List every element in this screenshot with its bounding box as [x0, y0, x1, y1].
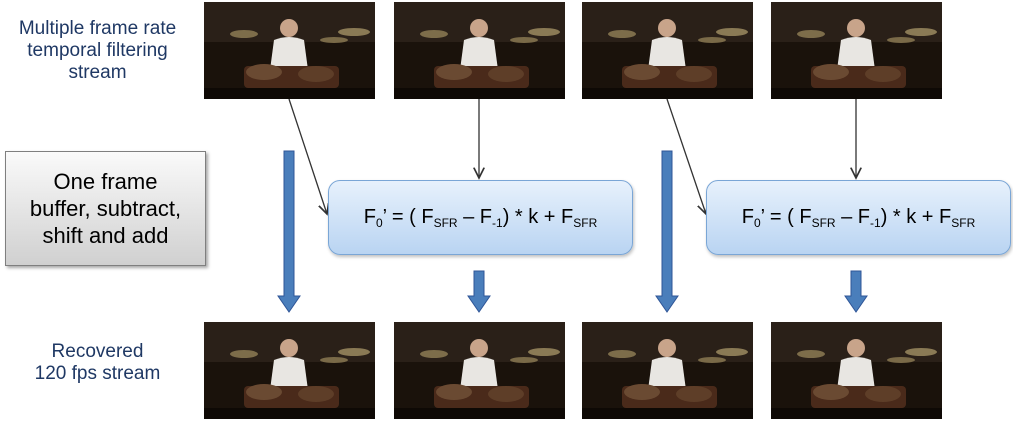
output-stream-label: Recovered 120 fps stream	[10, 341, 185, 385]
thin-arrow-3	[666, 98, 706, 214]
input-frame-3	[582, 2, 753, 99]
process-line-3: shift and add	[42, 223, 169, 248]
process-description-box: One frame buffer, subtract, shift and ad…	[5, 151, 206, 266]
output-frame-2	[394, 322, 565, 419]
thin-arrow-1	[288, 98, 327, 214]
output-stream-label-line2: 120 fps stream	[34, 363, 161, 384]
output-frame-4	[771, 322, 942, 419]
formula-box-2: F0’ = ( FSFR – F-1) * k + FSFR	[706, 180, 1011, 255]
drummer-frame-image	[771, 2, 942, 99]
input-frame-1	[204, 2, 375, 99]
input-frame-2	[394, 2, 565, 99]
drummer-frame-image	[204, 322, 375, 419]
input-stream-label: Multiple frame rate temporal filtering s…	[18, 18, 177, 83]
drummer-frame-image	[204, 2, 375, 99]
block-arrow-long-1	[277, 150, 301, 313]
drummer-frame-image	[582, 322, 753, 419]
output-stream-label-line1: Recovered	[51, 341, 144, 362]
input-frame-4	[771, 2, 942, 99]
output-frame-3	[582, 322, 753, 419]
drummer-frame-image	[394, 2, 565, 99]
process-line-1: One frame	[53, 169, 158, 194]
block-arrow-short-2	[844, 270, 868, 313]
block-arrow-short-1	[467, 270, 491, 313]
drummer-frame-image	[771, 322, 942, 419]
drummer-frame-image	[582, 2, 753, 99]
output-frame-1	[204, 322, 375, 419]
formula-text: F0’ = ( FSFR – F-1) * k + FSFR	[363, 205, 598, 230]
process-line-2: buffer, subtract,	[29, 196, 182, 221]
block-arrow-long-2	[655, 150, 679, 313]
drummer-frame-image	[394, 322, 565, 419]
formula-box-1: F0’ = ( FSFR – F-1) * k + FSFR	[328, 180, 633, 255]
formula-text: F0’ = ( FSFR – F-1) * k + FSFR	[741, 205, 976, 230]
